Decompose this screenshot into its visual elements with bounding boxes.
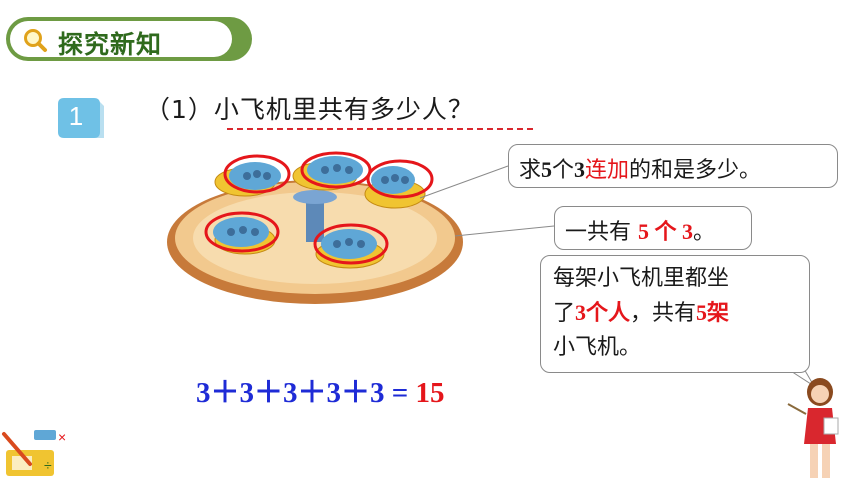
magnifier-icon bbox=[24, 29, 47, 52]
hint-bubble-explanation: 每架小飞机里都坐 了3个人，共有5架 小飞机。 bbox=[540, 255, 810, 373]
equation-result: 15 bbox=[415, 377, 445, 409]
highlight-text: 5架 bbox=[696, 300, 730, 325]
highlight-text: 5 个 3 bbox=[638, 219, 694, 244]
question-text: （1）小飞机里共有多少人？ bbox=[145, 95, 474, 124]
equation: 3＋3＋3＋3＋3 = 15 bbox=[196, 369, 445, 411]
svg-text:÷: ÷ bbox=[44, 457, 52, 473]
airplane-ride-illustration bbox=[167, 151, 463, 304]
hint-bubble-sum: 求5个3连加的和是多少。 bbox=[508, 144, 838, 188]
example-number: 1 bbox=[68, 101, 84, 131]
svg-text:×: × bbox=[58, 429, 66, 445]
highlight-text: 连加 bbox=[585, 158, 630, 183]
section-tag: 探究新知 bbox=[6, 17, 252, 61]
hint-bubble-count: 一共有 5 个 3。 bbox=[554, 206, 752, 250]
highlight-text: 3个人 bbox=[575, 300, 631, 325]
section-title: 探究新知 bbox=[58, 30, 163, 59]
section-tag-inner: 探究新知 bbox=[10, 21, 232, 59]
equation-expression: 3＋3＋3＋3＋3 = bbox=[196, 377, 409, 409]
teacher-avatar bbox=[787, 378, 839, 478]
math-tools-icon: × ÷ bbox=[2, 429, 66, 476]
example-number-badge bbox=[58, 98, 104, 138]
question-underline bbox=[227, 128, 533, 130]
